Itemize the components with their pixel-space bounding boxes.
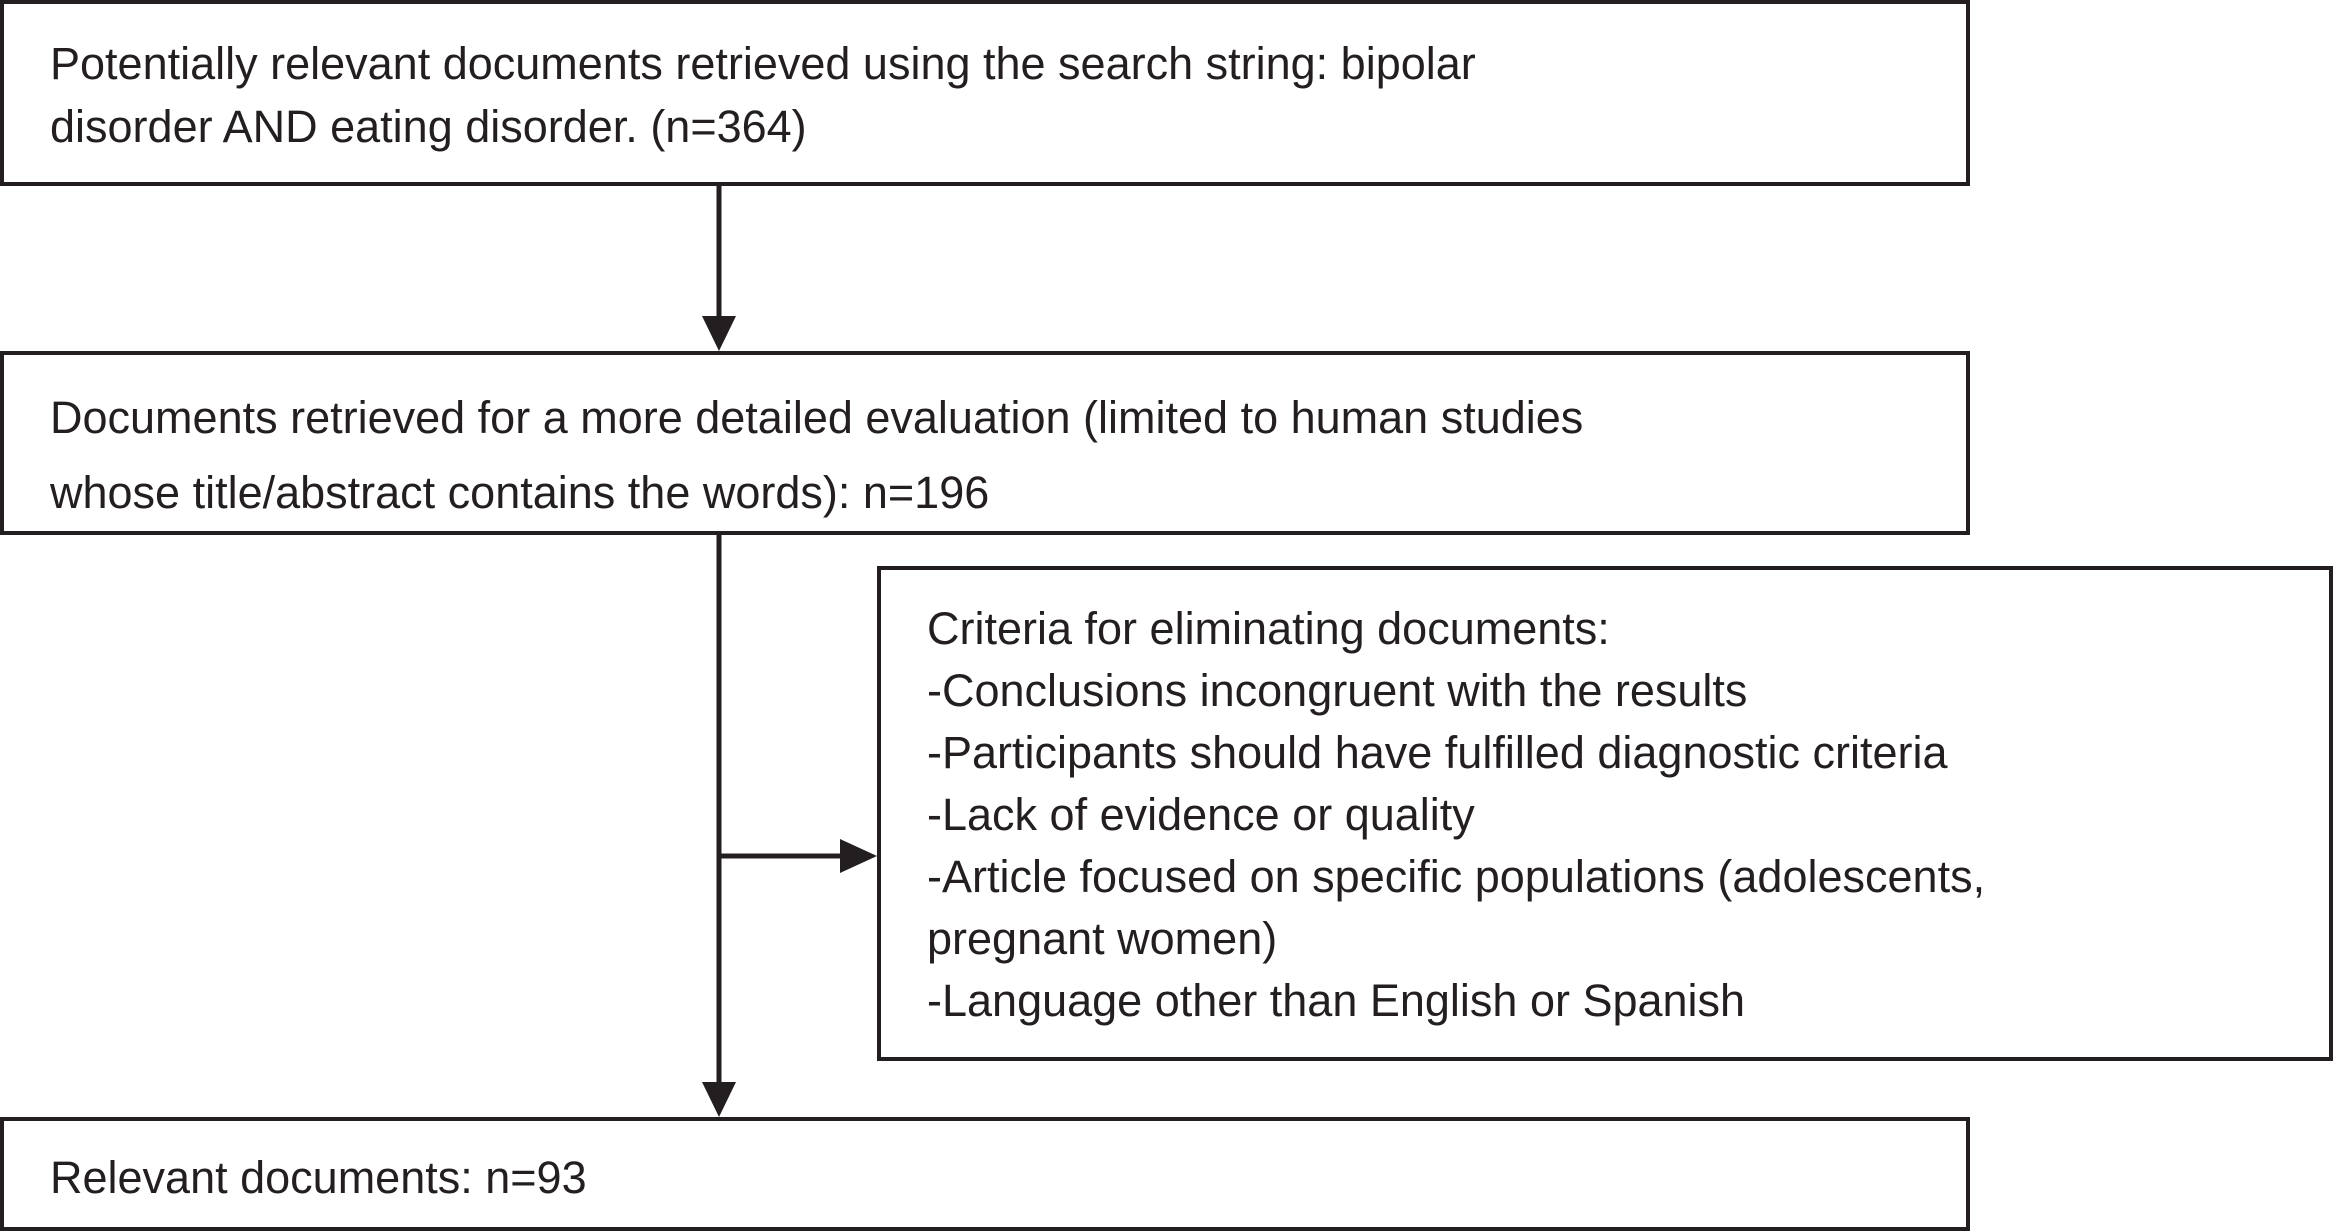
relevant-documents-text: Relevant documents: n=93: [50, 1147, 587, 1209]
exclusion-criteria-item-1: -Conclusions incongruent with the result…: [927, 665, 1748, 716]
exclusion-criteria-item-5: -Language other than English or Spanish: [927, 975, 1746, 1026]
detailed-evaluation-line-1: Documents retrieved for a more detailed …: [50, 392, 1584, 443]
arrow-evaluation-to-relevant-head: [702, 1082, 736, 1117]
arrow-to-criteria-head: [840, 839, 877, 873]
search-results-text: Potentially relevant documents retrieved…: [50, 32, 1476, 158]
relevant-documents-box: Relevant documents: n=93: [0, 1117, 1970, 1231]
detailed-evaluation-line-2: whose title/abstract contains the words)…: [50, 467, 990, 518]
exclusion-criteria-item-2: -Participants should have fulfilled diag…: [927, 727, 1948, 778]
exclusion-criteria-heading: Criteria for eliminating documents:: [927, 603, 1610, 654]
detailed-evaluation-box: Documents retrieved for a more detailed …: [0, 351, 1970, 535]
search-results-line-1: Potentially relevant documents retrieved…: [50, 38, 1476, 89]
arrow-search-to-evaluation-head: [702, 316, 736, 351]
detailed-evaluation-text: Documents retrieved for a more detailed …: [50, 380, 1583, 530]
search-results-line-2: disorder AND eating disorder. (n=364): [50, 101, 807, 152]
search-results-box: Potentially relevant documents retrieved…: [0, 0, 1970, 186]
exclusion-criteria-item-4-cont: pregnant women): [927, 913, 1278, 964]
exclusion-criteria-box: Criteria for eliminating documents: -Con…: [877, 566, 2333, 1061]
exclusion-criteria-item-3: -Lack of evidence or quality: [927, 789, 1475, 840]
exclusion-criteria-item-4: -Article focused on specific populations…: [927, 851, 1986, 902]
relevant-documents-line-1: Relevant documents: n=93: [50, 1152, 587, 1203]
exclusion-criteria-text: Criteria for eliminating documents: -Con…: [927, 598, 1985, 1032]
